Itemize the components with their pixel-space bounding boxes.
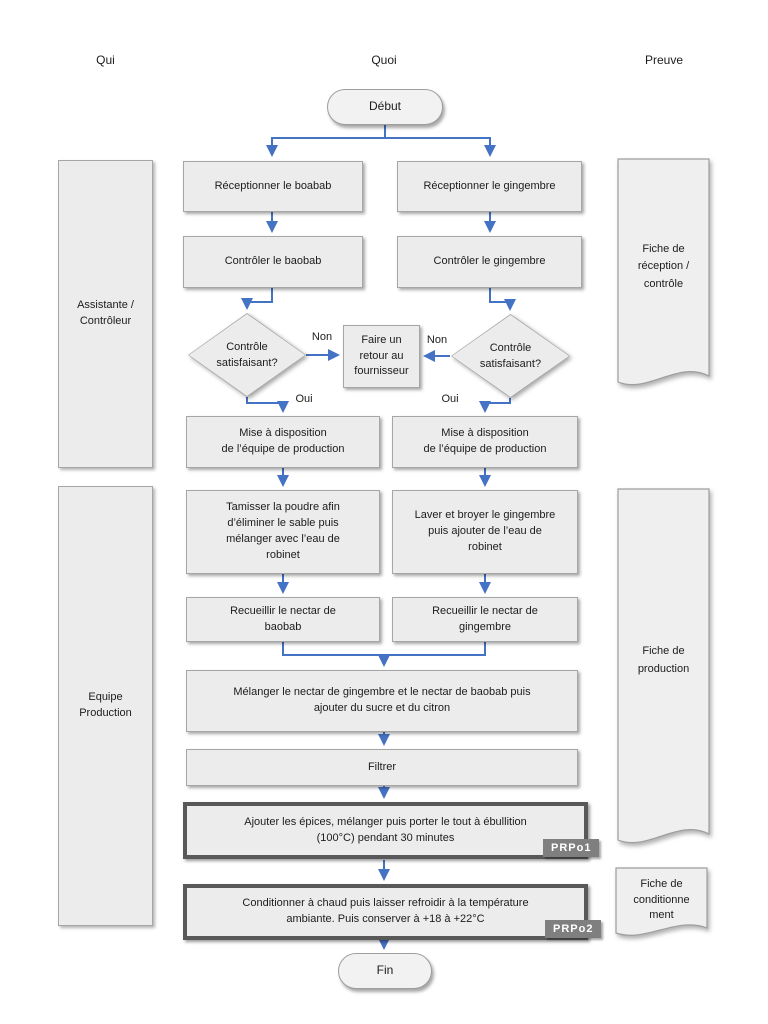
lane-equipe-production: Equipe Production [58,486,153,926]
process-mix-nectars: Mélanger le nectar de gingembre et le ne… [186,670,578,732]
process-check-baobab: Contrôler le baobab [183,236,363,288]
edge-label-oui-right: Oui [441,393,459,405]
process-collect-baobab-nectar: Recueillir le nectar de baobab [186,597,380,642]
document-fiche-conditionnement: Fiche de conditionne ment [615,867,708,942]
document-fiche-reception-controle: Fiche de réception / contrôle [617,158,710,390]
process-check-ginger: Contrôler le gingembre [397,236,582,288]
end-node: Fin [338,953,432,989]
document-shape [617,488,710,844]
process-collect-ginger-nectar: Recueillir le nectar de gingembre [392,597,578,642]
document-fiche-production: Fiche de production [617,488,710,848]
start-node: Début [327,89,443,125]
lane-assistante-controleur: Assistante / Contrôleur [58,160,153,468]
document-label: Fiche de production [637,645,690,675]
document-shape [617,158,710,386]
process-dispatch-right: Mise à disposition de l’équipe de produc… [392,416,578,468]
edge-label-oui-left: Oui [295,393,313,405]
edge-label-non-right: Non [426,334,448,346]
process-boil-prpo1: Ajouter les épices, mélanger puis porter… [183,802,588,859]
document-label: Fiche de réception / contrôle [637,242,690,290]
column-header-preuve: Preuve [644,53,684,67]
process-receive-baobab: Réceptionner le boabab [183,161,363,212]
process-wash-grind-ginger: Laver et broyer le gingembre puis ajoute… [392,490,578,574]
decision-label: Contrôle satisfaisant? [216,340,278,370]
decision-label: Contrôle satisfaisant? [479,341,542,371]
badge-prpo1: PRPo1 [543,839,600,857]
badge-prpo2: PRPo2 [545,920,602,938]
column-header-qui: Qui [96,53,115,67]
decision-control-left: Contrôle satisfaisant? [188,313,306,397]
process-package-prpo2: Conditionner à chaud puis laisser refroi… [183,884,588,940]
process-dispatch-left: Mise à disposition de l’équipe de produc… [186,416,380,468]
edge-label-non-left: Non [311,331,333,343]
decision-control-right: Contrôle satisfaisant? [451,314,570,398]
document-label: Fiche de conditionne ment [633,877,690,922]
process-filter: Filtrer [186,749,578,786]
column-header-quoi: Quoi [371,53,397,67]
process-sieve-powder: Tamisser la poudre afin d’éliminer le sa… [186,490,380,574]
process-receive-ginger: Réceptionner le gingembre [397,161,582,212]
document-shape [615,867,708,936]
process-return-supplier: Faire un retour au fournisseur [343,325,420,388]
